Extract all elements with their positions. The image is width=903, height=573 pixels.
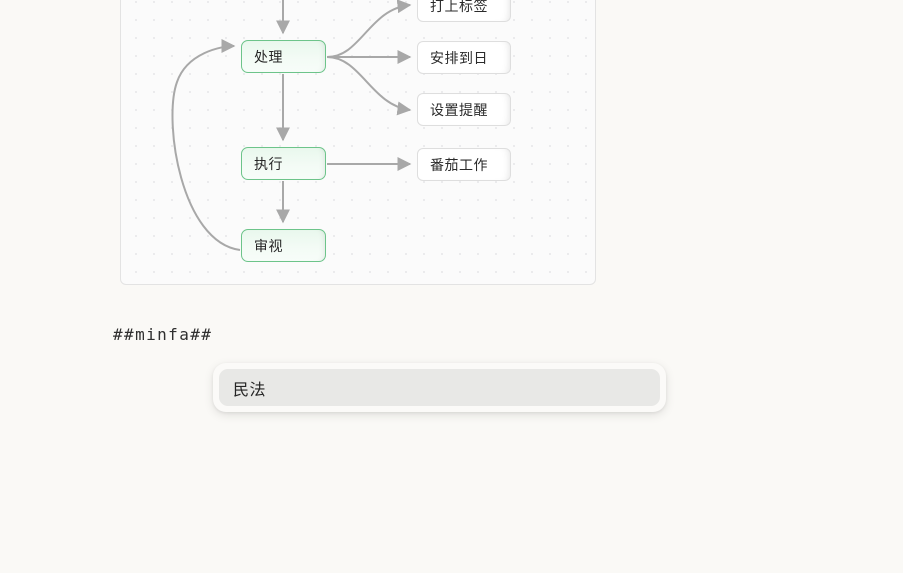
flow-node-tixing[interactable]: 设置提醒 xyxy=(417,93,511,126)
flow-node-zhixing[interactable]: 执行 xyxy=(241,147,326,180)
flowchart-edge-layer xyxy=(171,0,412,251)
flow-node-label: 审视 xyxy=(254,237,283,254)
flow-node-label: 番茄工作 xyxy=(430,156,488,173)
flowchart-panel[interactable]: 处理 执行 审视 打上标签 安排到日 设置提醒 番茄工作 xyxy=(120,0,596,285)
flow-node-label: 打上标签 xyxy=(430,0,488,14)
flow-node-biaoqian[interactable]: 打上标签 xyxy=(417,0,511,22)
edge-chuli-to-biaoqian xyxy=(326,0,412,58)
flow-node-label: 安排到日 xyxy=(430,49,488,66)
flow-node-chuli[interactable]: 处理 xyxy=(241,40,326,73)
autocomplete-suggestion-label: 民法 xyxy=(233,381,267,399)
edge-shenshi-to-chuli xyxy=(171,39,241,251)
flow-node-fanqie[interactable]: 番茄工作 xyxy=(417,148,511,181)
flow-node-shenshi[interactable]: 审视 xyxy=(241,229,326,262)
autocomplete-popup[interactable]: 民法 xyxy=(213,363,666,412)
flow-node-label: 处理 xyxy=(254,48,283,65)
flow-node-anpai[interactable]: 安排到日 xyxy=(417,41,511,74)
edge-chuli-to-tixing xyxy=(326,56,412,116)
flow-node-label: 执行 xyxy=(254,155,283,172)
autocomplete-suggestion-item[interactable]: 民法 xyxy=(219,369,660,406)
flow-node-label: 设置提醒 xyxy=(430,101,488,118)
markdown-token-text[interactable]: ##minfa## xyxy=(113,325,213,344)
